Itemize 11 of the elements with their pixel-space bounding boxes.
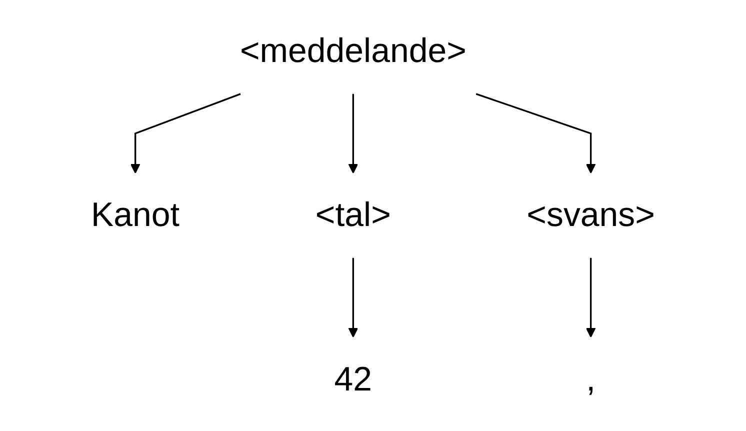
arrow [348, 94, 358, 174]
node-text: <svans> [526, 196, 655, 234]
node-text: 42 [334, 360, 372, 398]
node-text: , [586, 360, 596, 398]
arrow [348, 258, 358, 338]
arrow [476, 93, 596, 174]
node-text: <tal> [315, 196, 391, 234]
arrow [130, 93, 241, 174]
node-text: <meddelande> [240, 32, 466, 70]
arrow [586, 258, 596, 338]
node-text: Kanot [91, 196, 180, 234]
